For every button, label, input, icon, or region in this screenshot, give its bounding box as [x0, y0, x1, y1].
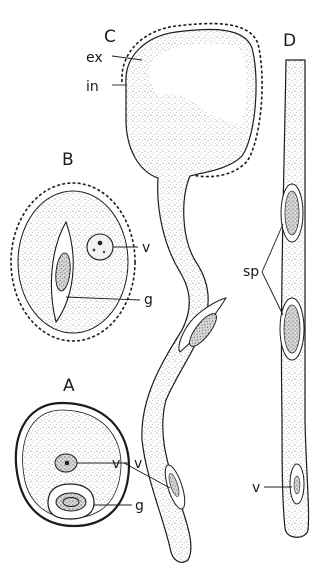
- label-b: B: [62, 150, 74, 170]
- label-c: C: [104, 27, 116, 47]
- grain-b-vegetative-nucleus: [87, 234, 113, 260]
- label-b-v: v: [142, 240, 150, 256]
- label-a: A: [63, 376, 75, 396]
- label-c-v: v: [112, 456, 120, 472]
- tube-d-sp-leader-1: [262, 224, 283, 272]
- label-sp: sp: [243, 264, 259, 280]
- label-d-v: v: [252, 480, 260, 496]
- label-d: D: [283, 31, 296, 51]
- label-b-g: g: [144, 292, 153, 308]
- tube-d-sp-leader-2: [262, 272, 283, 315]
- label-in: in: [86, 79, 99, 95]
- grain-a: A v g: [16, 376, 144, 526]
- grain-b: B v g: [11, 150, 153, 341]
- label-ex: ex: [86, 50, 103, 66]
- label-a-g: g: [135, 498, 144, 514]
